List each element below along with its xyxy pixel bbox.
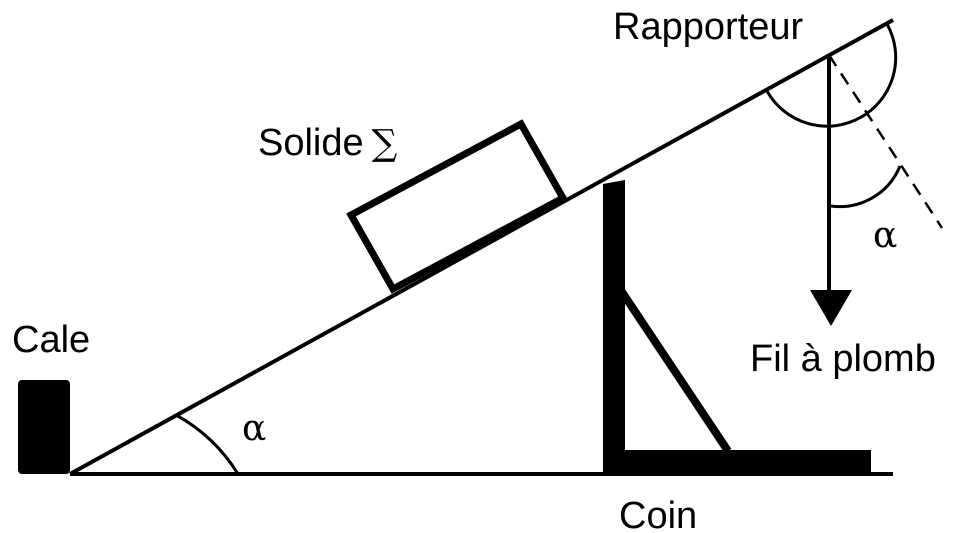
wedge-post	[603, 180, 625, 474]
cale-block	[18, 380, 70, 474]
protractor-arc	[765, 23, 898, 128]
solid-label: Solide∑	[258, 122, 398, 164]
solid-symbol: ∑	[372, 123, 398, 164]
plumb-angle-label: α	[873, 215, 897, 256]
wedge-label: Coin	[619, 495, 697, 533]
plumb-line-label: Fil à plomb	[750, 338, 936, 380]
plumb-angle-arc	[830, 165, 902, 209]
inclined-plane	[69, 18, 894, 476]
base-angle-arc	[175, 413, 240, 475]
cale-label: Cale	[12, 319, 90, 361]
normal-dashed-line	[827, 54, 944, 229]
solid-block	[346, 119, 568, 294]
wedge-support	[603, 180, 871, 474]
protractor-label: Rapporteur	[613, 6, 803, 48]
wedge-foot	[603, 450, 871, 474]
solid-label-text: Solide	[258, 122, 364, 164]
base-angle-label: α	[242, 408, 266, 449]
wedge-brace	[614, 283, 732, 454]
plumb-bob-arrow	[810, 290, 852, 326]
